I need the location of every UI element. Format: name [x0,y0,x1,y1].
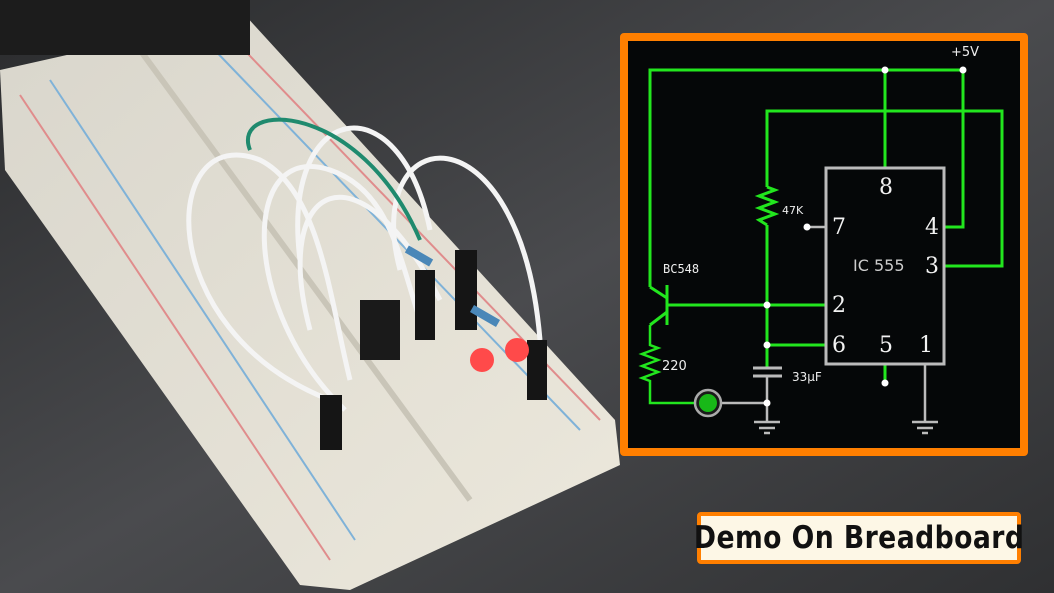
resistor-220-label: 220 [662,359,687,374]
caption-text: Demo On Breadboard [693,520,1025,556]
caption-banner: Demo On Breadboard [694,512,1024,564]
led-right [505,338,529,362]
resistor-47k-label: 47K [782,204,804,217]
breadboard [0,15,620,590]
supply-label: +5V [951,45,979,60]
pin-6: 6 [832,333,846,358]
pin-2: 2 [832,293,846,318]
pin-5: 5 [879,333,893,358]
transistor-label: BC548 [663,262,699,276]
pin-4: 4 [925,215,939,240]
jumper-wires [186,125,543,412]
led-indicator [693,388,723,418]
pin-3: 3 [925,254,939,279]
pin-8: 8 [879,175,893,200]
pin-7: 7 [832,215,846,240]
pin-1: 1 [919,333,933,358]
capacitor-label: 33µF [792,370,822,384]
components [320,245,547,450]
circuit-schematic: +5V IC 555 8 7 4 3 2 6 5 1 BC548 47K 220… [620,33,1028,456]
led-left [470,348,494,372]
ic-label: IC 555 [853,256,905,275]
